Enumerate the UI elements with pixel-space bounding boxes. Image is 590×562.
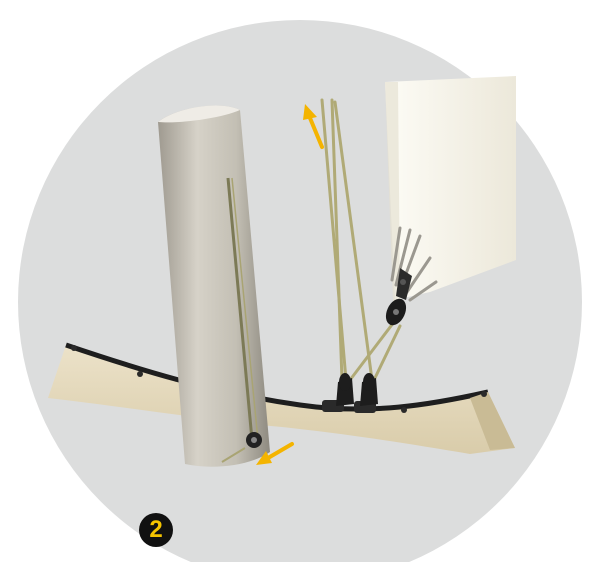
sail: [385, 76, 516, 300]
step-number-badge: 2: [139, 513, 173, 547]
